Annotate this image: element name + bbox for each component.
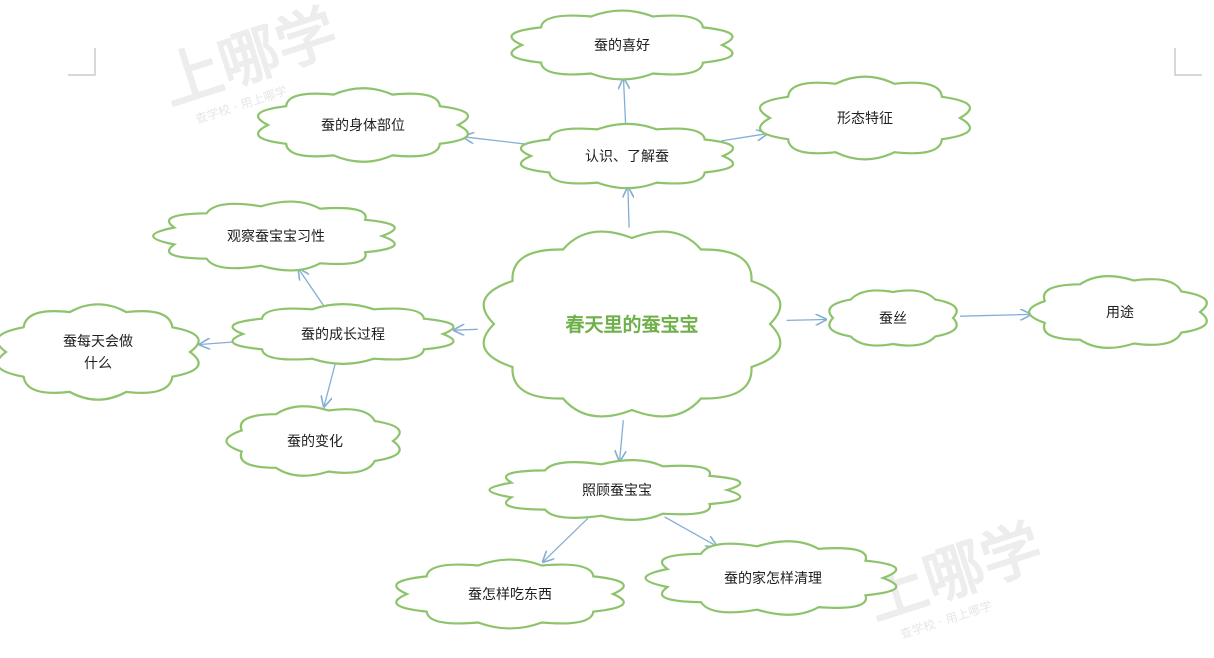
edge-care-to-eat: [543, 517, 589, 562]
node-label-shape: 形态特征: [837, 111, 893, 127]
node-label-like: 蚕的喜好: [594, 38, 650, 54]
edge-know-to-like: [624, 79, 626, 125]
corner-mark-left: [68, 48, 96, 76]
edge-center-to-care: [620, 420, 624, 461]
cloud-shape: [758, 75, 972, 161]
node-label-use: 用途: [1106, 304, 1134, 321]
node-label-care: 照顾蚕宝宝: [582, 483, 652, 499]
node-label-grow: 蚕的成长过程: [301, 327, 385, 343]
cloud-shape: [488, 459, 742, 521]
cloud-shape: [519, 122, 735, 190]
node-habit[interactable]: 观察蚕宝宝习性: [152, 200, 396, 272]
node-silk[interactable]: 蚕丝: [828, 289, 958, 347]
node-like[interactable]: 蚕的喜好: [510, 9, 734, 81]
cloud-shape: [0, 303, 200, 401]
edge-know-to-body: [464, 137, 528, 145]
node-eat[interactable]: 蚕怎样吃东西: [395, 558, 625, 630]
node-shape[interactable]: 形态特征: [758, 75, 972, 161]
node-label-clean: 蚕的家怎样清理: [724, 570, 822, 587]
node-grow[interactable]: 蚕的成长过程: [231, 303, 455, 365]
node-label-daily: 蚕每天会做什么: [63, 334, 133, 372]
edge-center-to-know: [628, 187, 629, 228]
node-label-know: 认识、了解蚕: [585, 149, 669, 165]
node-know[interactable]: 认识、了解蚕: [519, 122, 735, 190]
node-change[interactable]: 蚕的变化: [225, 405, 401, 477]
node-care[interactable]: 照顾蚕宝宝: [488, 459, 742, 521]
node-body[interactable]: 蚕的身体部位: [256, 87, 470, 163]
corner-mark-right: [1174, 48, 1202, 76]
central-topic[interactable]: 春天里的蚕宝宝: [482, 230, 782, 418]
node-label-habit: 观察蚕宝宝习性: [227, 228, 325, 245]
edges-layer: [200, 79, 1031, 562]
edge-center-to-silk: [786, 320, 826, 321]
central-topic-label: 春天里的蚕宝宝: [565, 313, 698, 336]
cloud-shape: [225, 405, 401, 477]
edge-center-to-grow: [454, 329, 478, 330]
node-use[interactable]: 用途: [1028, 275, 1208, 349]
node-clean[interactable]: 蚕的家怎样清理: [644, 540, 898, 616]
cloud-shape: [395, 558, 625, 630]
cloud-shape: [231, 303, 455, 365]
cloud-shape: [1028, 275, 1208, 349]
edge-care-to-clean: [664, 516, 717, 546]
node-label-eat: 蚕怎样吃东西: [468, 587, 552, 603]
cloud-shape: [152, 200, 396, 272]
cloud-shape: [482, 230, 782, 418]
cloud-shape: [828, 289, 958, 347]
node-daily[interactable]: 蚕每天会做什么: [0, 303, 200, 401]
node-label-silk: 蚕丝: [879, 311, 907, 327]
node-label-change: 蚕的变化: [287, 434, 343, 450]
edge-grow-to-daily: [200, 342, 236, 345]
edge-silk-to-use: [960, 314, 1031, 316]
edge-grow-to-change: [324, 362, 337, 406]
cloud-shape: [256, 87, 470, 163]
edge-grow-to-habit: [299, 269, 324, 306]
cloud-shape: [644, 540, 898, 616]
edge-know-to-shape: [721, 134, 767, 142]
node-label-body: 蚕的身体部位: [321, 118, 405, 134]
cloud-shape: [510, 9, 734, 81]
